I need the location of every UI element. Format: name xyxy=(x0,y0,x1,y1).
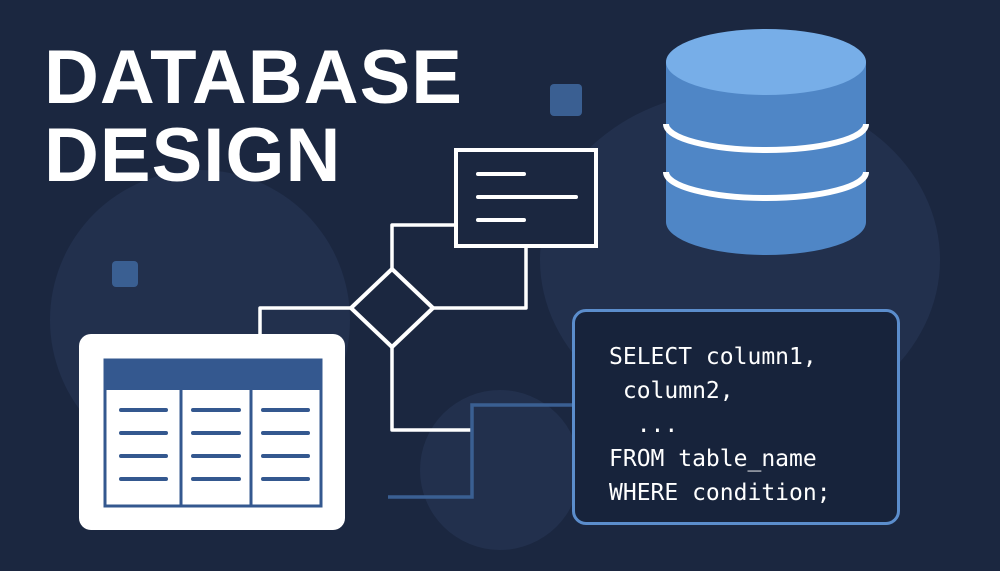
decorative-square xyxy=(550,84,582,116)
table-icon xyxy=(79,334,345,530)
relationship-diamond-icon xyxy=(349,267,435,349)
sql-line: ... xyxy=(609,412,679,438)
sql-line: SELECT column1, xyxy=(609,344,817,370)
connector-line-accent xyxy=(388,430,474,499)
decorative-square xyxy=(112,261,138,287)
sql-line: WHERE condition; xyxy=(609,480,831,506)
database-cylinder-icon xyxy=(663,29,869,255)
title-line-2: DESIGN xyxy=(44,113,342,198)
connector-line-accent xyxy=(470,403,572,430)
connector-lines xyxy=(258,223,528,432)
sql-line: FROM table_name xyxy=(609,446,817,472)
title-line-1: DATABASE xyxy=(44,35,463,120)
sql-line: column2, xyxy=(609,378,734,404)
background-blob xyxy=(420,390,580,550)
entity-box-icon xyxy=(454,148,598,248)
sql-code-panel: SELECT column1, column2, ... FROM table_… xyxy=(572,309,900,525)
